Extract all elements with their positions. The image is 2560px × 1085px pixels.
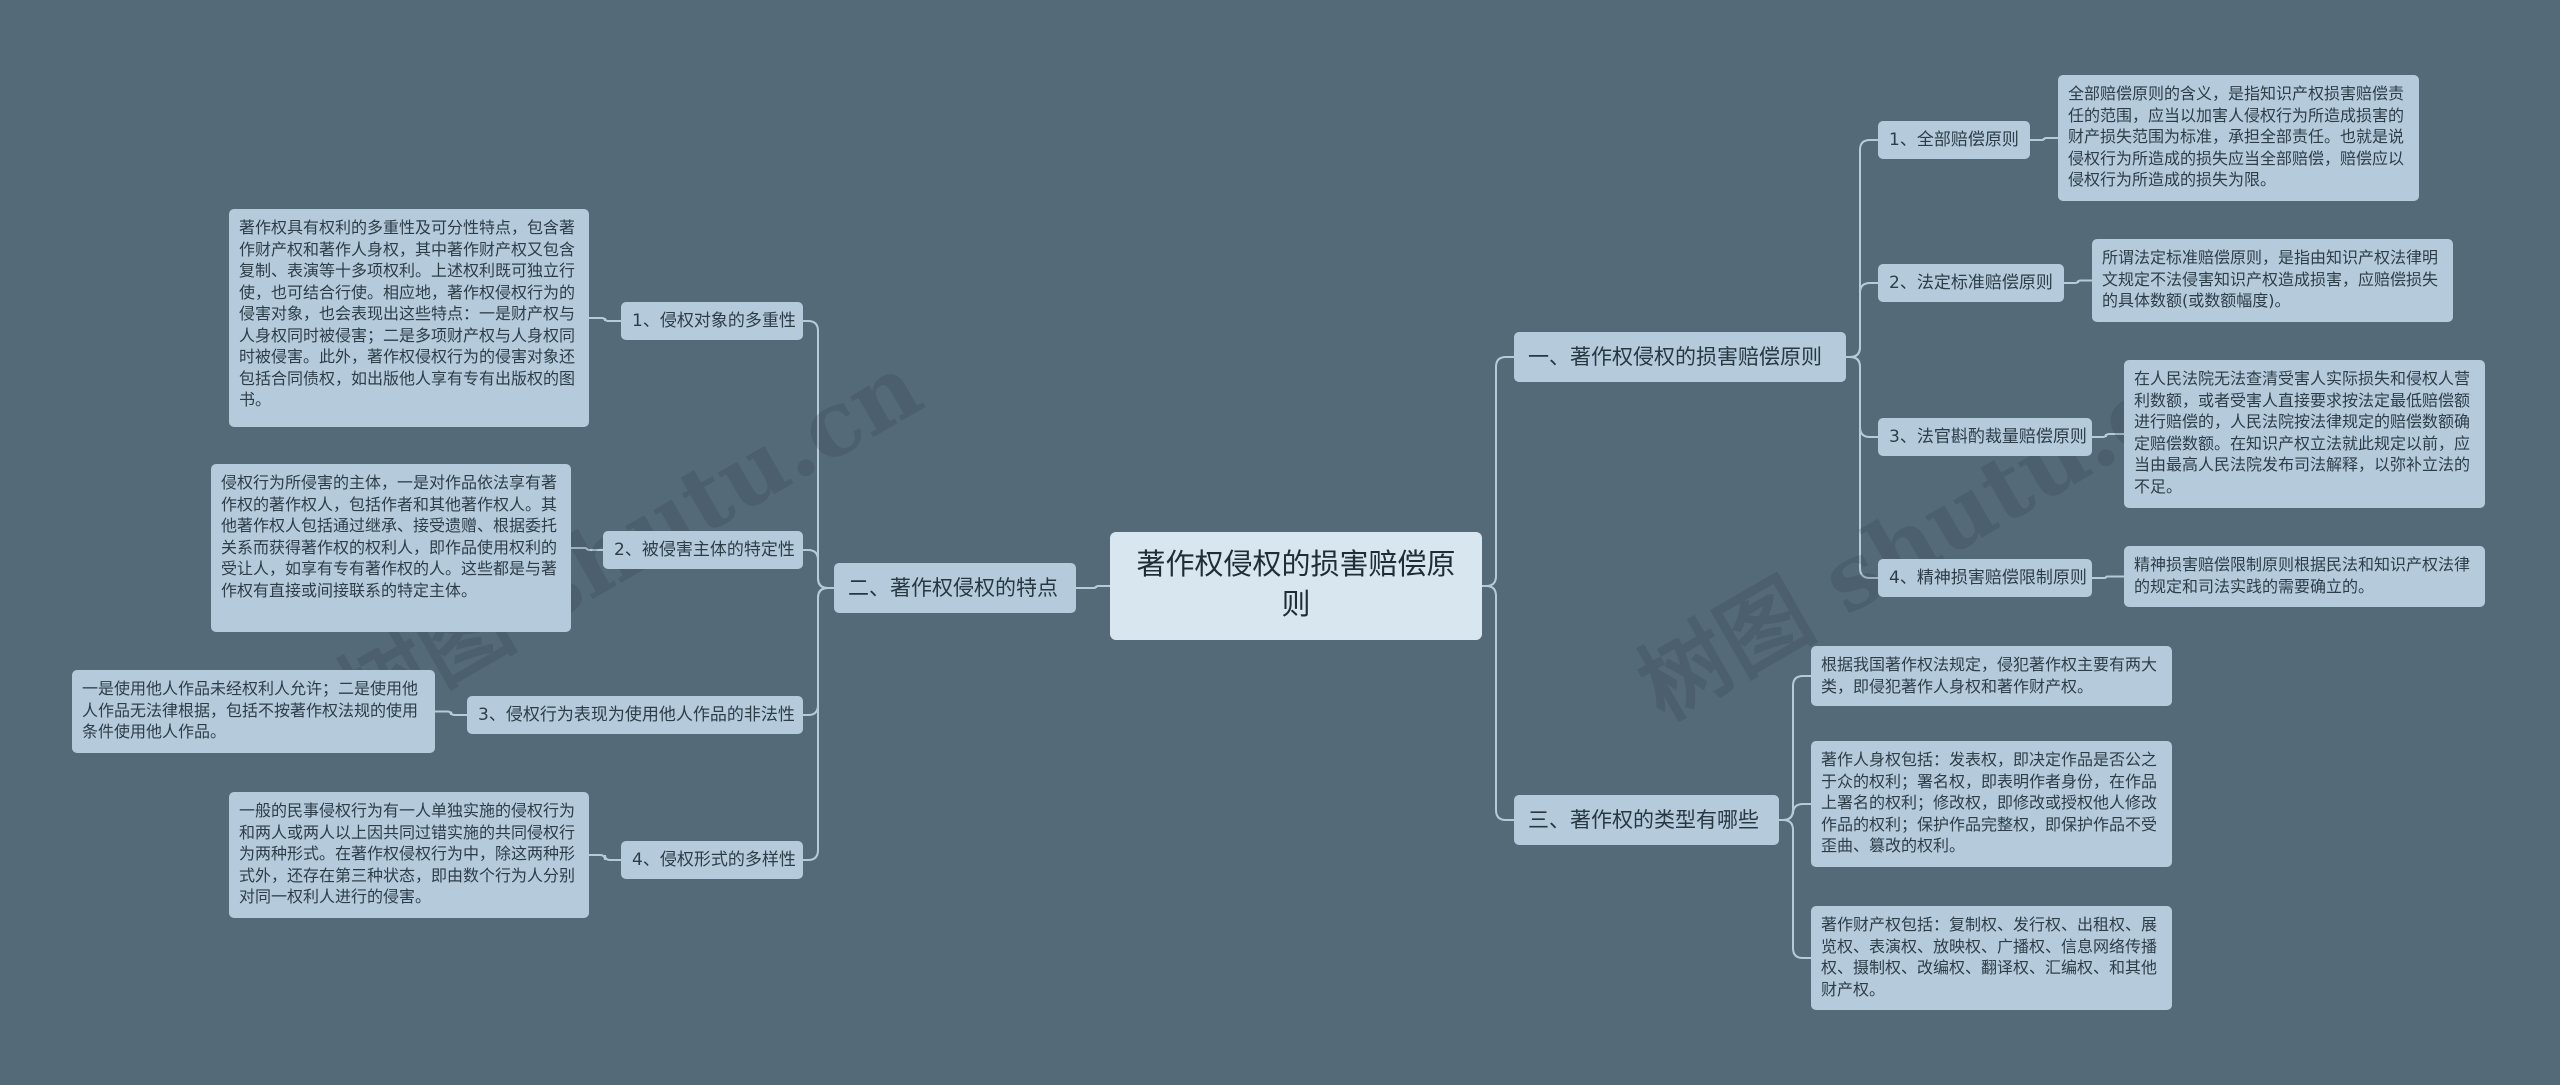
char-item-3-detail: 一是使用他人作品未经权利人允许；二是使用他人作品无法律根据，包括不按著作权法规的… <box>72 670 435 753</box>
char-item-3[interactable]: 3、侵权行为表现为使用他人作品的非法性 <box>467 696 803 734</box>
link-branch-characteristics-to-char-item-4 <box>803 587 834 861</box>
link-branch-compensation-principles-to-principle-3 <box>1846 356 1878 438</box>
principle-2[interactable]: 2、法定标准赔偿原则 <box>1878 264 2064 302</box>
char-item-1-detail: 著作权具有权利的多重性及可分性特点，包含著作财产权和著作人身权，其中著作财产权又… <box>229 209 589 427</box>
link-char-item-3-to-char-item-3-detail <box>435 710 467 716</box>
link-char-item-1-to-char-item-1-detail <box>589 317 621 322</box>
type-detail-1: 根据我国著作权法规定，侵犯著作权主要有两大类，即侵犯著作人身权和著作财产权。 <box>1811 646 2172 706</box>
link-branch-copyright-types-to-type-detail-3 <box>1779 819 1811 959</box>
link-root-node-to-branch-copyright-types <box>1482 585 1514 821</box>
principle-4-detail: 精神损害赔偿限制原则根据民法和知识产权法律的规定和司法实践的需要确立的。 <box>2124 546 2485 607</box>
link-branch-compensation-principles-to-principle-4 <box>1846 356 1878 579</box>
link-principle-1-to-principle-1-detail <box>2030 137 2058 141</box>
branch-compensation-principles[interactable]: 一、著作权侵权的损害赔偿原则 <box>1514 332 1846 382</box>
char-item-1[interactable]: 1、侵权对象的多重性 <box>621 302 803 340</box>
link-char-item-2-to-char-item-2-detail <box>571 547 603 551</box>
link-branch-characteristics-to-char-item-1 <box>803 320 834 589</box>
principle-1[interactable]: 1、全部赔偿原则 <box>1878 121 2030 159</box>
link-principle-3-to-principle-3-detail <box>2092 433 2124 438</box>
link-branch-compensation-principles-to-principle-2 <box>1846 282 1878 358</box>
char-item-2-detail: 侵权行为所侵害的主体，一是对作品依法享有著作权的著作权人，包括作者和其他著作权人… <box>211 464 571 632</box>
root-node[interactable]: 著作权侵权的损害赔偿原则 <box>1110 532 1482 640</box>
link-branch-copyright-types-to-type-detail-2 <box>1779 803 1811 821</box>
branch-characteristics[interactable]: 二、著作权侵权的特点 <box>834 563 1076 613</box>
link-char-item-4-to-char-item-4-detail <box>589 854 621 861</box>
link-branch-copyright-types-to-type-detail-1 <box>1779 675 1811 821</box>
link-branch-characteristics-to-char-item-2 <box>803 549 834 589</box>
link-root-node-to-branch-compensation-principles <box>1482 356 1514 587</box>
link-root-node-to-branch-characteristics <box>1076 585 1110 589</box>
type-detail-3: 著作财产权包括：复制权、发行权、出租权、展览权、表演权、放映权、广播权、信息网络… <box>1811 906 2172 1010</box>
principle-2-detail: 所谓法定标准赔偿原则，是指由知识产权法律明文规定不法侵害知识产权造成损害，应赔偿… <box>2092 239 2453 322</box>
principle-3-detail: 在人民法院无法查清受害人实际损失和侵权人营利数额，或者受害人直接要求按法定最低赔… <box>2124 360 2485 508</box>
char-item-4-detail: 一般的民事侵权行为有一人单独实施的侵权行为和两人或两人以上因共同过错实施的共同侵… <box>229 792 589 918</box>
char-item-2[interactable]: 2、被侵害主体的特定性 <box>603 531 803 569</box>
link-principle-4-to-principle-4-detail <box>2092 575 2124 579</box>
branch-copyright-types[interactable]: 三、著作权的类型有哪些 <box>1514 795 1779 845</box>
principle-1-detail: 全部赔偿原则的含义，是指知识产权损害赔偿责任的范围，应当以加害人侵权行为所造成损… <box>2058 75 2419 201</box>
link-principle-2-to-principle-2-detail <box>2064 279 2092 284</box>
principle-4[interactable]: 4、精神损害赔偿限制原则 <box>1878 559 2092 597</box>
char-item-4[interactable]: 4、侵权形式的多样性 <box>621 841 803 879</box>
principle-3[interactable]: 3、法官斟酌裁量赔偿原则 <box>1878 418 2092 456</box>
type-detail-2: 著作人身权包括：发表权，即决定作品是否公之于众的权利；署名权，即表明作者身份，在… <box>1811 741 2172 867</box>
link-branch-compensation-principles-to-principle-1 <box>1846 139 1878 358</box>
